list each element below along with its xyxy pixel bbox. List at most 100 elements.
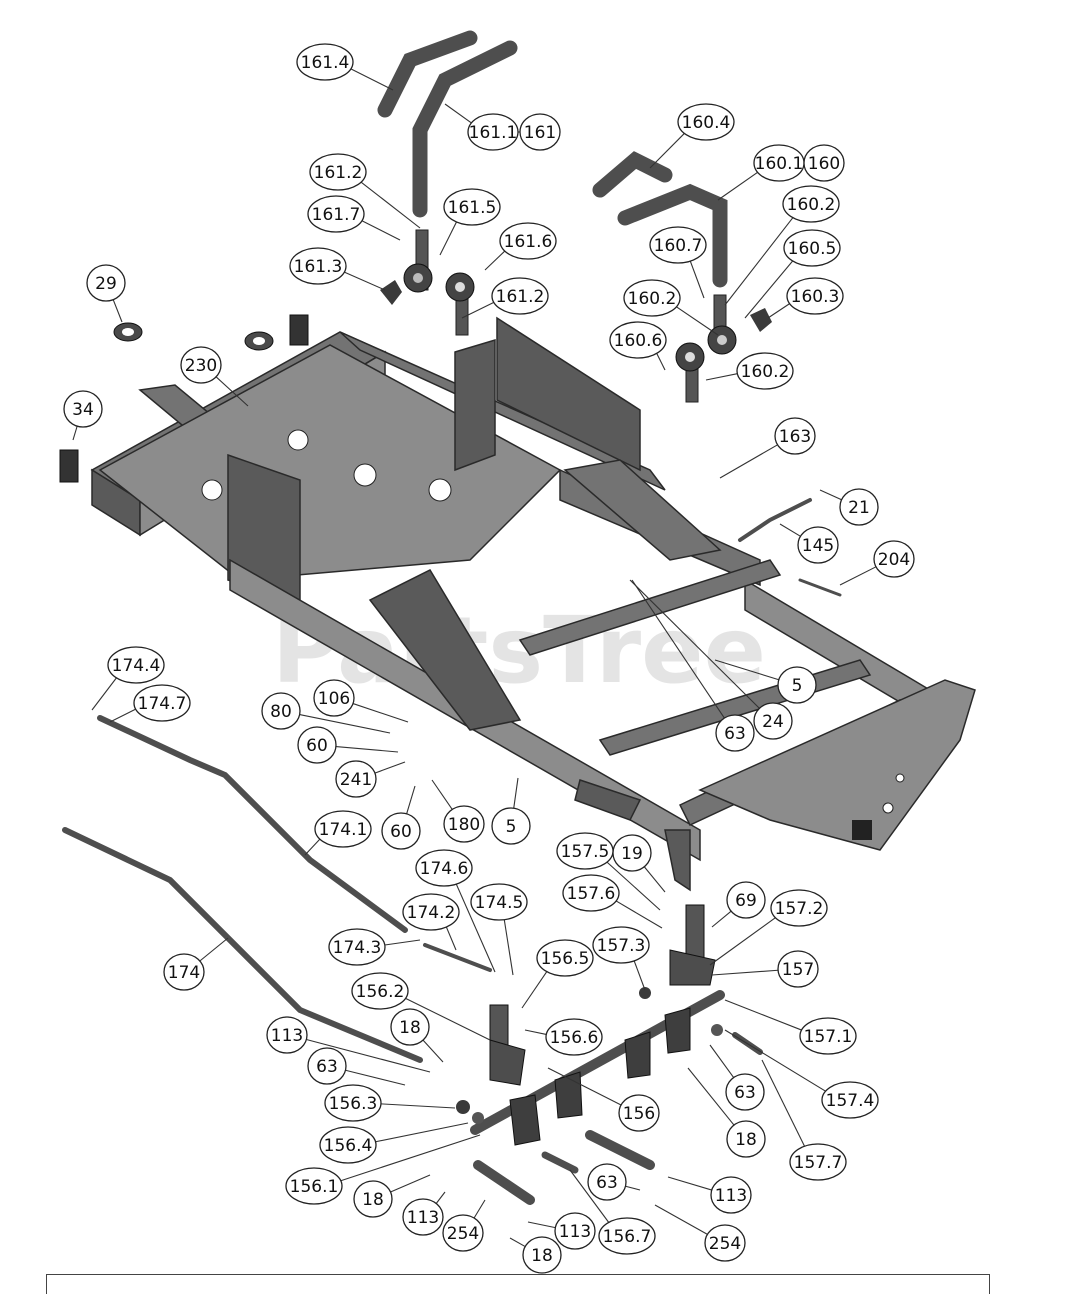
callout-text: 69 (735, 891, 757, 911)
leader-line (345, 1069, 406, 1086)
callout-157-2: 157.2 (770, 889, 828, 927)
callout-bubble (289, 247, 347, 285)
callout-174: 174 (163, 953, 205, 991)
callout-bubble (715, 714, 755, 752)
callout-text: 156.1 (290, 1177, 339, 1197)
leader-line (625, 1185, 641, 1191)
leader-line (445, 926, 457, 951)
callout-bubble (803, 144, 845, 182)
callout-230: 230 (180, 346, 222, 384)
callout-157-5: 157.5 (556, 832, 614, 870)
callout-bubble (786, 277, 844, 315)
callout-text: 161.3 (294, 257, 343, 277)
callout-161-1: 161.1 (467, 113, 519, 151)
leader-line (304, 838, 321, 856)
callout-bubble (562, 874, 620, 912)
callout-text: 156.2 (356, 982, 405, 1002)
callout-161-7: 161.7 (307, 195, 365, 233)
leader-line (654, 1204, 708, 1235)
leader-line (509, 1237, 526, 1248)
callout-text: 161.4 (301, 53, 350, 73)
leader-line (527, 1221, 556, 1229)
leader-line (667, 1176, 712, 1191)
leader-line (380, 1103, 456, 1109)
callout-text: 160.5 (788, 239, 837, 259)
callout-text: 163 (779, 427, 811, 447)
leader-line (335, 746, 399, 753)
callout-bubble (587, 1163, 627, 1201)
callout-text: 160.1 (755, 154, 804, 174)
callout-bubble (467, 113, 519, 151)
leader-line (709, 917, 776, 966)
callout-156-4: 156.4 (319, 1126, 377, 1164)
callout-bubble (839, 488, 879, 526)
callout-174-7: 174.7 (133, 684, 191, 722)
callout-bubble (261, 692, 301, 730)
callout-180: 180 (443, 805, 485, 843)
leader-line (709, 1044, 735, 1078)
grommets (59, 314, 309, 483)
leader-line (360, 181, 421, 229)
callout-bubble (726, 1120, 766, 1158)
leader-line (767, 303, 790, 319)
callout-174-1: 174.1 (314, 810, 372, 848)
callout-157-1: 157.1 (799, 1017, 857, 1055)
callout-bubble (107, 646, 165, 684)
callout-18: 18 (390, 1008, 430, 1046)
callout-text: 180 (448, 815, 480, 835)
leader-line (455, 883, 496, 973)
callout-bubble (545, 1018, 603, 1056)
callout-bubble (777, 950, 819, 988)
callout-5: 5 (491, 807, 531, 845)
callout-text: 161.1 (469, 123, 518, 143)
callout-bubble (598, 1217, 656, 1255)
callout-bubble (618, 1094, 660, 1132)
callout-113: 113 (710, 1176, 752, 1214)
callout-text: 156 (623, 1104, 655, 1124)
callout-bubble (519, 113, 561, 151)
callout-160-2: 160.2 (782, 185, 840, 223)
callout-text: 106 (318, 689, 350, 709)
callout-text: 5 (792, 676, 803, 696)
callout-bubble (63, 390, 103, 428)
callout-18: 18 (522, 1236, 562, 1274)
callout-bubble (782, 185, 840, 223)
callout-bubble (285, 1167, 343, 1205)
callout-157-6: 157.6 (562, 874, 620, 912)
callout-text: 161.6 (504, 232, 553, 252)
leader-line (513, 777, 519, 809)
callout-text: 157.5 (561, 842, 610, 862)
leader-line (819, 489, 842, 501)
callout-bubble (612, 834, 652, 872)
callout-bubble (522, 1236, 562, 1274)
callout-145: 145 (797, 526, 839, 564)
callout-161: 161 (519, 113, 561, 151)
leader-line (711, 910, 732, 928)
leader-line (406, 785, 416, 814)
leader-line (524, 1029, 547, 1035)
callout-bubble (442, 1214, 484, 1252)
leader-line (606, 861, 661, 911)
leader-line (199, 937, 229, 962)
leader-line (521, 971, 548, 1009)
callout-157-7: 157.7 (789, 1143, 847, 1181)
callout-156-1: 156.1 (285, 1167, 343, 1205)
callout-text: 160.2 (787, 195, 836, 215)
callout-80: 80 (261, 692, 301, 730)
callout-text: 157.4 (826, 1091, 875, 1111)
callout-bubble (726, 881, 766, 919)
callout-18: 18 (726, 1120, 766, 1158)
callout-text: 24 (762, 712, 784, 732)
callout-bubble (677, 103, 735, 141)
callout-bubble (266, 1016, 308, 1054)
callout-bubble (536, 939, 594, 977)
callout-text: 161.7 (312, 205, 361, 225)
callout-text: 160.6 (614, 331, 663, 351)
callout-text: 157.1 (804, 1027, 853, 1047)
callout-text: 21 (848, 498, 870, 518)
callout-bubble (381, 812, 421, 850)
callout-161-6: 161.6 (499, 222, 557, 260)
leader-line (761, 1059, 806, 1147)
callout-18: 18 (353, 1180, 393, 1218)
callout-bubble (307, 1047, 347, 1085)
